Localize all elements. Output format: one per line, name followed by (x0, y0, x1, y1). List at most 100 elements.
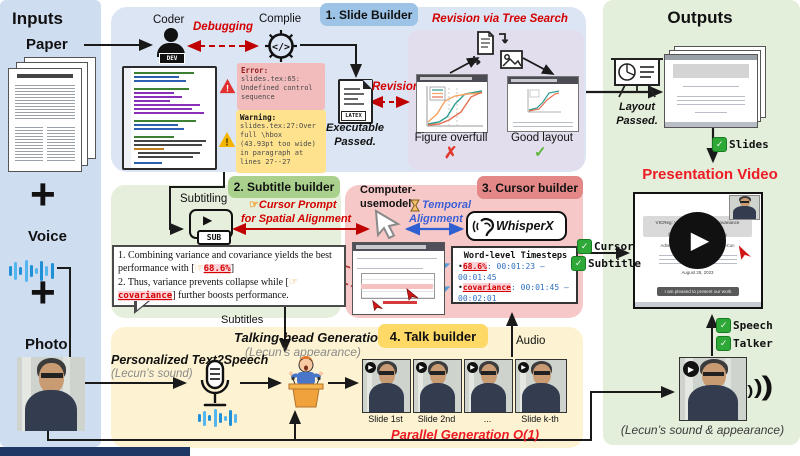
slide-kth-label: Slide k-th (521, 414, 559, 424)
sub-label: SUB (197, 230, 231, 245)
talking-head-title: Talking-head Generation (234, 330, 386, 345)
video-cursor-icon (737, 242, 754, 263)
timestep-range: : 00:01:23 – 00:01:45 (458, 262, 545, 282)
error-line: sequence (241, 93, 275, 101)
check-icon: ✓ (712, 137, 727, 152)
lecun-output-caption: (Lecun’s sound & appearance) (620, 423, 785, 437)
speech-waveform-icon (197, 406, 239, 430)
cursor-output-tag: ✓Cursor (577, 239, 634, 254)
subtitle-output-tag: ✓Subtitle (571, 256, 641, 271)
talking-head-sub: (Lecun’s appearance) (245, 345, 361, 359)
warning-box: Warning: slides.tex:27:Over full \hbox (… (236, 110, 326, 173)
slide-ellipsis-label: ... (483, 414, 492, 424)
check-icon: ✓ (716, 318, 731, 333)
code-gear-icon: </> (265, 30, 297, 62)
output-slides-stack (664, 46, 766, 128)
slide-cursor-icon (372, 299, 383, 312)
check-icon: ✓ (571, 256, 586, 271)
tree-search-title: Revision via Tree Search (432, 13, 568, 25)
plus-sign: + (30, 268, 56, 317)
error-icon: ! (219, 78, 236, 94)
dev-badge: DEV (159, 53, 185, 64)
paper-stack (8, 57, 100, 172)
play-icon: ▶ (518, 362, 529, 373)
cursor-arrow-icon (374, 209, 401, 240)
text2speech-title: Personalized Text2Speech (111, 353, 269, 367)
presentation-board-icon (611, 58, 663, 98)
check-icon: ✓ (716, 336, 731, 351)
play-icon: ▶ (683, 361, 699, 377)
warning-icon: ! (218, 132, 236, 148)
timestep-term: 68.6% (462, 262, 487, 271)
good-layout-thumbnail (507, 76, 579, 132)
latex-code-editor (122, 66, 217, 170)
word-timesteps-title: Word-level Timesteps (463, 251, 568, 261)
error-title: Error: (241, 66, 269, 75)
finger-icon: ☞ (194, 263, 204, 274)
inputs-title: Inputs (12, 9, 63, 28)
warning-line: in paragraph at (240, 149, 304, 157)
good-layout-label: Good layout (510, 132, 573, 144)
paper-page-front (8, 68, 82, 172)
parallel-generation-label: Parallel Generation O(1) (390, 427, 540, 442)
timestep-range: : 00:01:45 – 00:02:01 (458, 283, 569, 303)
outputs-title: Outputs (667, 8, 733, 27)
photo-label: Photo (25, 336, 68, 353)
warning-line: full \hbox (240, 131, 283, 139)
cursor-prompt-label: ☞Cursor Prompt for Spatial Alignment (241, 199, 352, 225)
video-footer-bar (635, 302, 761, 307)
slide-cursor-icon (406, 288, 419, 301)
error-line: Undefined control (241, 84, 313, 92)
latex-label: LATEX (341, 111, 366, 121)
podium-speaker-icon (288, 356, 324, 408)
talker-output-tag: ✓Talker (716, 336, 773, 351)
coder-label: Coder (153, 14, 185, 26)
slide-2nd-label: Slide 2nd (417, 414, 456, 424)
slide-builder-badge: 1. Slide Builder (320, 3, 418, 26)
coder-dev-icon: DEV (156, 28, 186, 64)
cross-mark-icon: ✗ (444, 145, 458, 162)
video-webcam (729, 195, 760, 220)
timestep-term: covariance (462, 283, 511, 292)
play-icon: ▶ (416, 362, 427, 373)
subtitle-builder-badge: 2. Subtitle builder (228, 176, 340, 198)
check-mark-icon: ✓ (534, 144, 547, 161)
audio-label: Audio (516, 335, 546, 347)
hourglass-icon (410, 199, 420, 212)
presentation-video-title: Presentation Video (642, 166, 778, 183)
voice-label: Voice (28, 228, 67, 245)
finger-icon: ☞ (288, 277, 298, 288)
svg-text:</>: </> (272, 42, 290, 53)
text2speech-sub: (Lecun’s sound) (111, 368, 193, 380)
paper-label: Paper (26, 36, 68, 53)
doc-image-icons (473, 31, 523, 69)
bullet: • (458, 283, 463, 292)
check-icon: ✓ (577, 239, 592, 254)
warning-line: (43.93pt too wide) (240, 140, 316, 148)
slide-screenshot (352, 242, 445, 315)
executable-passed-label: Executable Passed. (325, 122, 385, 148)
warning-title: Warning: (240, 113, 277, 122)
error-line: slides.tex:65: (241, 75, 301, 83)
subtitles-label: Subtitles (221, 314, 264, 326)
slides-output-tag: ✓Slides (712, 137, 769, 152)
compile-label: Complie (259, 13, 302, 25)
word-timesteps-box: Word-level Timesteps •68.6%: 00:01:23 – … (451, 246, 578, 304)
error-box: Error: slides.tex:65: Undefined control … (237, 63, 325, 110)
latex-doc-icon: LATEX (338, 79, 373, 124)
microphone-icon (200, 359, 230, 407)
subtitle-value-1: 68.6% (203, 264, 231, 274)
video-play-button: ▶ (669, 212, 726, 269)
output-slide-front (664, 54, 758, 128)
presentation-video-frame: VICReg: Variance-Invariance-Covariance R… (633, 192, 763, 309)
finger-icon: ☞ (249, 199, 259, 211)
warning-line: lines 27--27 (240, 158, 291, 166)
temporal-alignment-label: Temporal Alignment (409, 199, 472, 225)
talk-builder-badge: 4. Talk builder (378, 324, 488, 348)
bullet: • (458, 262, 463, 271)
video-caption-box: I am pleased to present our work (657, 287, 739, 296)
figure-overfull-thumbnail (416, 74, 488, 133)
slide-1st-label: Slide 1st (368, 414, 403, 424)
cursor-builder-badge: 3. Cursor builder (477, 176, 583, 199)
speech-output-tag: ✓Speech (716, 318, 773, 333)
